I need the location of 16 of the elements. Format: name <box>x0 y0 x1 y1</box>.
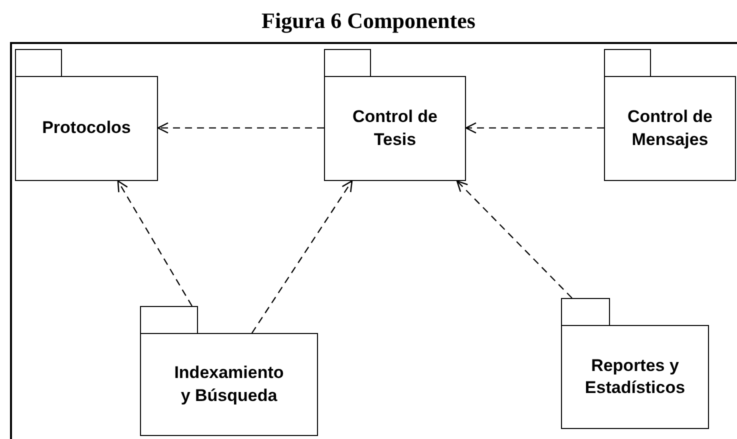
package-label: Protocolos <box>42 117 131 140</box>
package-box <box>324 49 466 181</box>
package-box <box>561 298 709 429</box>
package-label: Control de Tesis <box>352 106 438 150</box>
package-label: Indexamiento y Búsqueda <box>173 362 285 406</box>
package-box <box>604 49 736 181</box>
package-box <box>140 306 318 436</box>
dependency-arrow <box>456 180 572 298</box>
dependency-arrow <box>117 180 192 306</box>
package-box <box>15 49 158 181</box>
dependency-arrow <box>251 180 353 334</box>
package-label: Reportes y Estadísticos <box>584 354 686 399</box>
dependency-arrow <box>157 122 324 134</box>
package-label: Control de Mensajes <box>626 106 714 150</box>
diagram-title: Figura 6 Componentes <box>260 8 476 34</box>
dependency-arrow <box>465 122 604 134</box>
